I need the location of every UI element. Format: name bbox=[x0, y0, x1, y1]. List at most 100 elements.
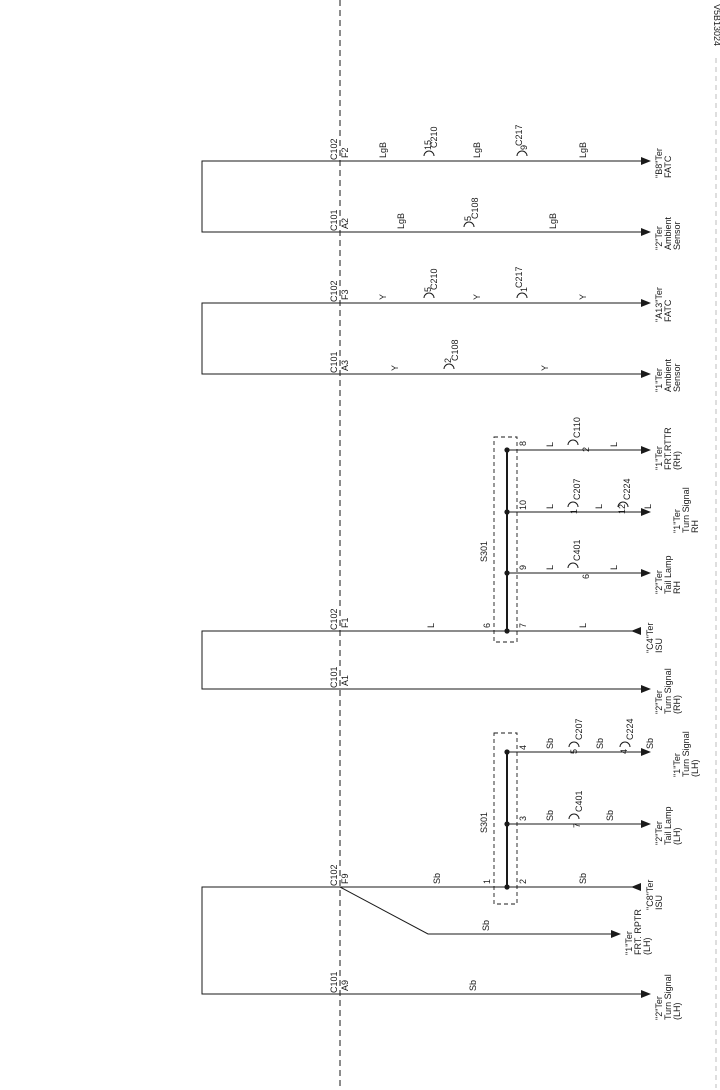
terminal-label: "1"Ter FRT.RTTR (RH) bbox=[654, 425, 682, 470]
terminal-label: "C4"Ter ISU bbox=[645, 620, 664, 653]
terminal-label: "2"Ter Tail Lamp RH bbox=[654, 553, 682, 594]
terminal-line: "C4"Ter bbox=[645, 623, 655, 653]
terminal-arrow bbox=[641, 748, 651, 756]
inline-connector-label: C210 bbox=[429, 126, 439, 148]
splice-pin-label: 10 bbox=[518, 500, 528, 510]
wire-color-label: Sb bbox=[545, 810, 555, 821]
terminal-line: Ambient bbox=[663, 358, 673, 392]
loop-lgb bbox=[201, 160, 340, 233]
inline-pin-label: 9 bbox=[519, 145, 529, 150]
inline-pin-label: 7 bbox=[572, 823, 582, 828]
splice-pin-label: 3 bbox=[518, 816, 528, 821]
connector-label: C102 bbox=[329, 608, 339, 630]
terminal-line: FRT. RPTR bbox=[633, 909, 643, 955]
wire-color-label: LgB bbox=[548, 213, 558, 229]
connector-label: C101 bbox=[329, 666, 339, 688]
inline-connector-label: C401 bbox=[572, 539, 582, 561]
splice-node bbox=[504, 628, 510, 634]
inline-connector-label: C110 bbox=[572, 417, 582, 438]
inline-connector-c110 bbox=[567, 439, 579, 446]
wire-color-label: L bbox=[594, 504, 604, 509]
splice-node bbox=[504, 884, 510, 890]
terminal-line: (LH) bbox=[672, 827, 682, 845]
terminal-line: "2"Ter bbox=[654, 996, 664, 1020]
terminal-line: FATC bbox=[663, 155, 673, 178]
terminal-line: "A13"Ter bbox=[654, 287, 664, 322]
terminal-line: (LH) bbox=[642, 937, 652, 955]
splice-box-s301-lh bbox=[493, 732, 518, 905]
inline-pin-label: 2 bbox=[443, 358, 453, 363]
terminal-label: "2"Ter Turn Signal (LH) bbox=[654, 972, 682, 1020]
wire-color-label: Sb bbox=[468, 980, 478, 991]
inline-connector-label: C224 bbox=[622, 478, 632, 500]
wire-color-label: L bbox=[545, 504, 555, 509]
connector-label: C102 bbox=[329, 138, 339, 160]
inline-pin-label: 12 bbox=[617, 504, 627, 514]
terminal-arrow bbox=[641, 569, 651, 577]
terminal-arrow bbox=[641, 820, 651, 828]
terminal-label: "1"Ter Turn Signal RH bbox=[672, 485, 700, 533]
inline-pin-label: 1 bbox=[569, 509, 579, 514]
splice-pin-label: 1 bbox=[482, 879, 492, 884]
terminal-line: "2"Ter bbox=[654, 690, 664, 714]
circuit-sb bbox=[201, 732, 651, 998]
inline-connector-c224 bbox=[619, 741, 631, 748]
inline-pin-label: 5 bbox=[463, 216, 473, 221]
pin-label: F9 bbox=[340, 873, 350, 884]
pin-label: A9 bbox=[340, 980, 350, 991]
inline-connector-label: C108 bbox=[450, 339, 460, 361]
wire-color-label: Y bbox=[390, 365, 400, 371]
inline-connector-label: C217 bbox=[514, 266, 524, 288]
splice-box-s301-rh bbox=[493, 436, 518, 643]
pin-label: F2 bbox=[340, 147, 350, 158]
pin-label: A2 bbox=[340, 218, 350, 229]
wire-color-label: L bbox=[643, 504, 653, 509]
inline-connector-label: C108 bbox=[470, 197, 480, 219]
wire-color-label: L bbox=[545, 442, 555, 447]
terminal-line: "1"Ter bbox=[624, 931, 634, 955]
wire-color-label: Y bbox=[578, 294, 588, 300]
wire-color-label: L bbox=[426, 623, 436, 628]
terminal-label: "2"Ter Tail Lamp (LH) bbox=[654, 804, 682, 845]
terminal-line: Turn Signal bbox=[681, 731, 691, 777]
connector-label: C101 bbox=[329, 351, 339, 373]
circuit-y bbox=[201, 292, 651, 378]
terminal-label: "C8"Ter ISU bbox=[645, 877, 664, 910]
inline-connector-c401 bbox=[568, 813, 580, 820]
terminal-line: "2"Ter bbox=[654, 821, 664, 845]
inline-connector-c108 bbox=[463, 221, 475, 228]
splice-pin-label: 7 bbox=[518, 623, 528, 628]
inline-connector-label: C207 bbox=[572, 478, 582, 500]
terminal-line: Turn Signal bbox=[663, 668, 673, 714]
document-id: V5B13024 bbox=[712, 4, 720, 46]
wire-color-label: Sb bbox=[545, 738, 555, 749]
wire-color-label: L bbox=[609, 442, 619, 447]
terminal-arrow-isu bbox=[631, 883, 641, 891]
terminal-line: (LH) bbox=[690, 759, 700, 777]
labels: C102 F2 C101 A2 C102 F3 C101 A3 C102 F1 … bbox=[329, 124, 700, 1020]
terminal-line: "1"Ter bbox=[654, 368, 664, 392]
splice-label: S301 bbox=[479, 541, 489, 562]
terminal-arrow bbox=[641, 990, 651, 998]
terminal-arrow bbox=[641, 228, 651, 236]
terminal-line: Ambient bbox=[663, 216, 673, 250]
splice-pin-label: 9 bbox=[518, 565, 528, 570]
inline-connector-label: C210 bbox=[429, 268, 439, 290]
terminal-line: (RH) bbox=[672, 695, 682, 714]
wire-color-label: LgB bbox=[396, 213, 406, 229]
terminal-line: "2"Ter bbox=[654, 570, 664, 594]
pin-label: A3 bbox=[340, 360, 350, 371]
wire-color-label: Y bbox=[540, 365, 550, 371]
loop-l bbox=[201, 630, 340, 690]
connector-label: C102 bbox=[329, 280, 339, 302]
terminal-line: Tail Lamp bbox=[663, 806, 673, 845]
terminal-arrow bbox=[641, 446, 651, 454]
splice-pin-label: 2 bbox=[518, 879, 528, 884]
terminal-line: Turn Signal bbox=[663, 974, 673, 1020]
terminal-line: Sensor bbox=[672, 221, 682, 250]
wire-color-label: Sb bbox=[481, 920, 491, 931]
loop-sb bbox=[201, 886, 340, 995]
terminal-line: "1"Ter bbox=[654, 446, 664, 470]
wire-color-label: Y bbox=[472, 294, 482, 300]
pin-label: A1 bbox=[340, 675, 350, 686]
